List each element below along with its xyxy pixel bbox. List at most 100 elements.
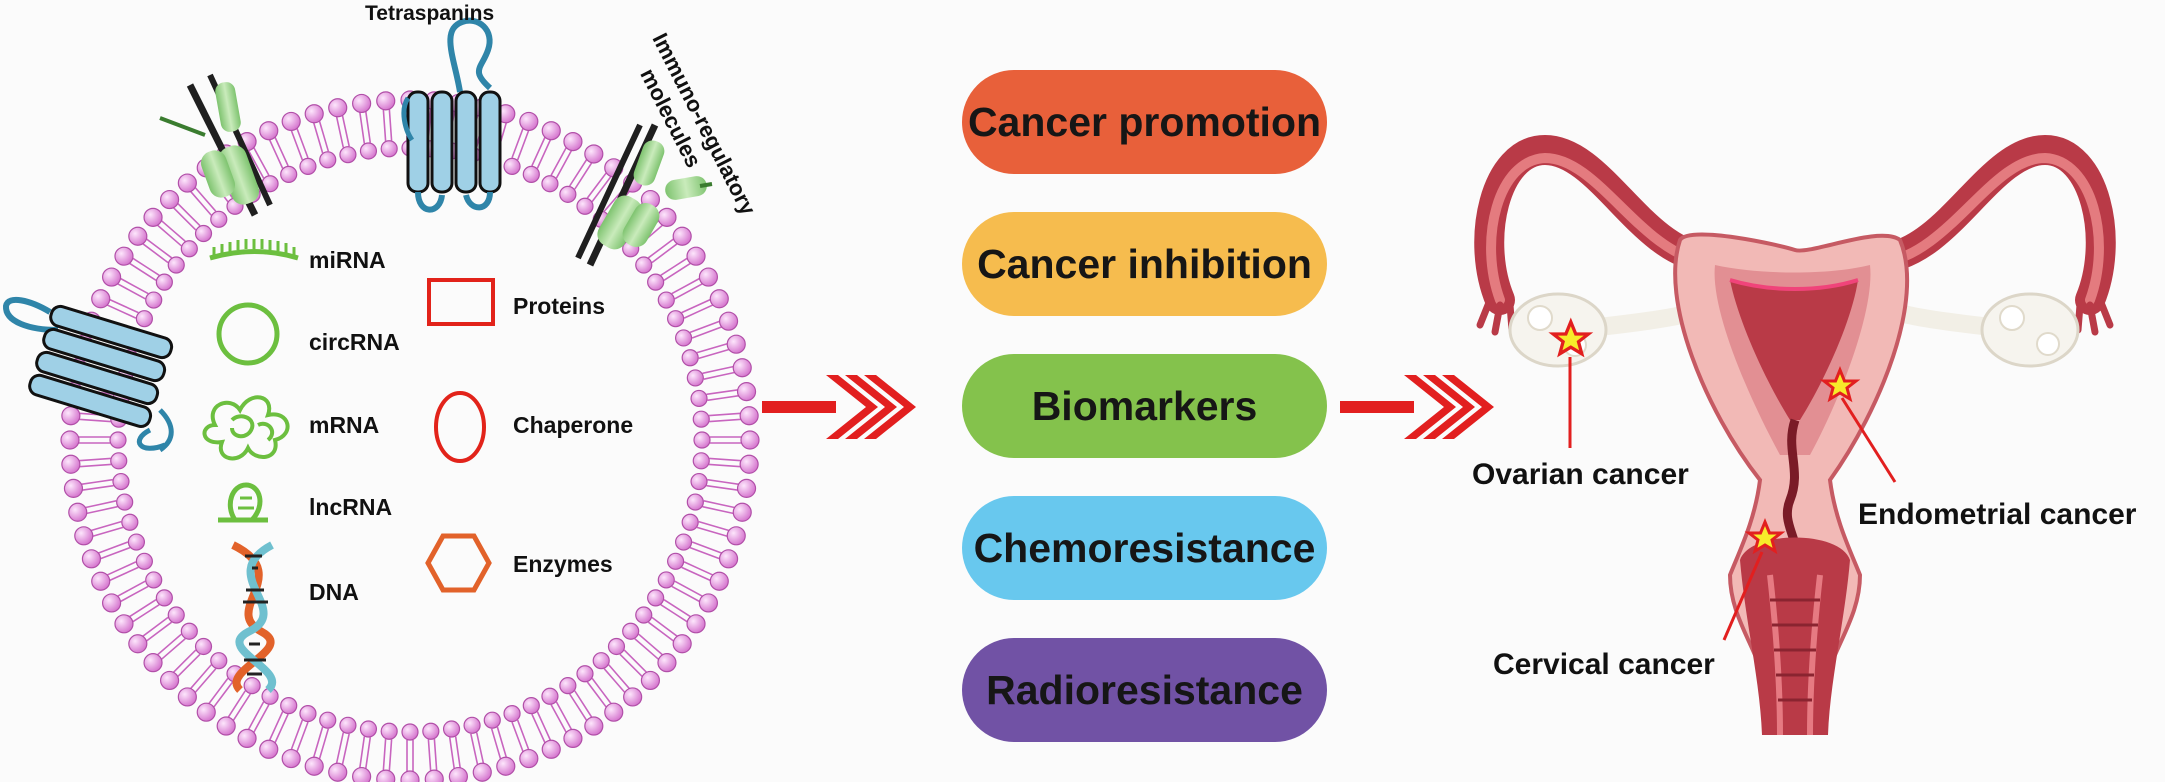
lipid-head	[328, 762, 348, 782]
lipid-head	[522, 165, 540, 183]
lipid-head	[319, 151, 337, 169]
lipid-tail	[550, 701, 573, 734]
lipid-head	[563, 728, 583, 749]
lipid-head	[690, 472, 708, 491]
lipid-tail	[603, 664, 631, 694]
lipid-tail	[207, 677, 234, 709]
uterus-illustration	[1474, 134, 2116, 736]
lipid-tail	[681, 298, 714, 319]
lipid-head	[584, 144, 604, 164]
lipid-head	[647, 273, 665, 291]
lipid-tail	[128, 257, 160, 282]
lipid-tail	[172, 202, 201, 231]
lipid-head	[63, 478, 84, 498]
lipid-head	[503, 157, 521, 176]
lipid-head	[622, 622, 640, 640]
lipid-head	[60, 430, 80, 450]
lipid-tail	[156, 219, 186, 247]
lipid-head	[328, 98, 348, 118]
arrow-exosome-to-roles	[762, 375, 916, 439]
lipid-head	[68, 502, 88, 522]
lipid-head	[657, 653, 677, 673]
lipid-tail	[116, 277, 149, 300]
lipid-head	[127, 533, 146, 551]
lipid-head	[483, 711, 501, 729]
lipid-head	[280, 697, 298, 715]
lipid-head	[559, 677, 577, 695]
lipid-tail	[78, 457, 112, 468]
lipid-head	[657, 207, 677, 227]
lipid-head	[61, 454, 81, 474]
lipid-tail	[312, 726, 330, 760]
lipid-head	[690, 389, 708, 408]
role-chemoresistance: Chemoresistance	[962, 496, 1327, 600]
lipid-tail	[172, 649, 201, 678]
lipid-head	[681, 349, 699, 367]
lipid-head	[503, 704, 521, 723]
lipid-head	[672, 226, 692, 246]
lipid-tail	[696, 342, 730, 360]
lipid-head	[114, 246, 134, 266]
tetraspanin-left-icon	[3, 296, 174, 453]
lipid-head	[698, 593, 719, 613]
lipid-head	[686, 614, 706, 634]
lipid-tail	[531, 136, 552, 169]
lipid-head	[135, 310, 153, 328]
lipid-head	[128, 226, 148, 246]
lipid-tail	[90, 520, 124, 538]
lipid-head	[359, 720, 378, 738]
lipid-head	[623, 687, 643, 707]
lipid-head	[667, 310, 685, 328]
lipid-head	[143, 207, 163, 227]
immuno-molecule-left-icon	[159, 73, 273, 217]
lipid-tail	[689, 320, 723, 339]
lipid-head	[686, 246, 706, 266]
lipid-head	[180, 622, 198, 640]
lipid-head	[736, 478, 757, 498]
lipid-head	[135, 552, 153, 570]
lipid-head	[563, 131, 583, 152]
role-radioresistance: Radioresistance	[962, 638, 1327, 742]
lipid-head	[194, 224, 213, 243]
lipid-head	[380, 722, 398, 740]
cervical-star-icon	[1744, 518, 1786, 555]
lipid-head	[442, 720, 461, 738]
lipid-head	[101, 593, 122, 613]
lipid-tail	[335, 114, 350, 148]
lipid-head	[732, 358, 752, 378]
circrna-icon	[216, 302, 280, 366]
lipid-tail	[619, 649, 648, 678]
lipid-head	[196, 702, 216, 722]
lipid-head	[109, 431, 127, 449]
cargo-label-mirna: miRNA	[309, 247, 386, 273]
lipid-tail	[710, 436, 742, 444]
lipid-head	[114, 614, 134, 634]
lipid-head	[401, 723, 419, 741]
lipid-tail	[586, 677, 613, 709]
lipid-head	[726, 334, 746, 354]
lipid-head	[667, 552, 685, 570]
lipid-tail	[708, 412, 742, 423]
lipid-tail	[312, 120, 330, 154]
lipid-head	[210, 210, 228, 228]
lipid-head	[359, 142, 378, 160]
lipid-head	[448, 766, 468, 782]
lipid-head	[145, 291, 163, 309]
lipid-head	[210, 652, 228, 670]
lipid-head	[422, 722, 440, 740]
lipid-head	[304, 104, 324, 124]
lipid-head	[91, 571, 111, 591]
lipid-head	[522, 697, 540, 715]
lipid-head	[159, 670, 180, 691]
lipid-head	[640, 670, 661, 691]
lipid-tail	[427, 738, 438, 772]
lipid-tail	[681, 561, 714, 582]
mirna-icon	[209, 239, 299, 261]
lipid-head	[177, 173, 197, 193]
lipid-tail	[290, 127, 309, 161]
lipid-head	[91, 289, 111, 309]
lipid-head	[155, 273, 173, 291]
lipid-head	[541, 687, 559, 705]
lipid-head	[180, 240, 198, 258]
